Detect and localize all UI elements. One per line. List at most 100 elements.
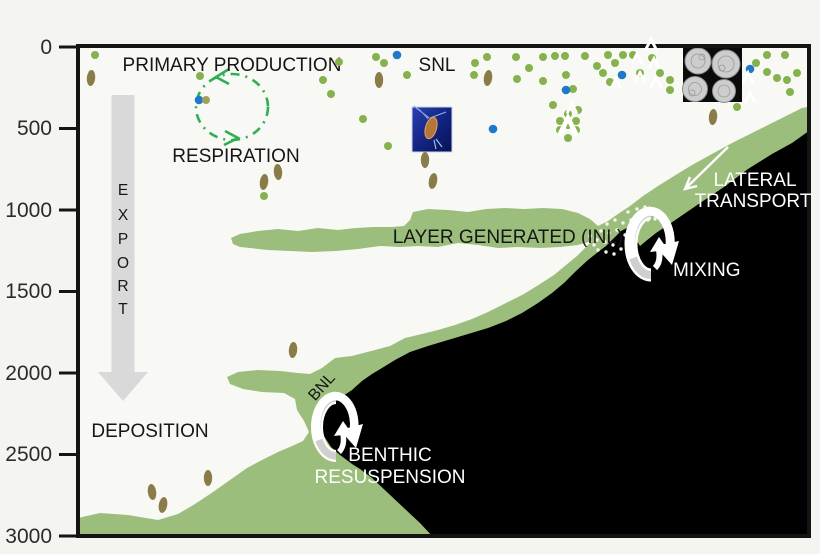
green-dot xyxy=(773,74,781,82)
fecal-pellet xyxy=(420,152,430,168)
fecal-pellet xyxy=(86,70,96,86)
blue-dot xyxy=(392,50,402,60)
green-dot xyxy=(786,88,794,96)
export-arrow-shaft xyxy=(111,95,135,372)
green-dot xyxy=(783,76,791,84)
green-dot xyxy=(512,53,520,61)
mineral-particle-dots xyxy=(194,50,755,134)
green-dot xyxy=(666,76,674,84)
green-dot xyxy=(260,192,268,200)
benthic-resuspension-arrows-icon xyxy=(311,391,363,462)
lateral-transport-arrow xyxy=(682,146,729,191)
blue-dot xyxy=(617,70,627,80)
fecal-pellet xyxy=(374,72,384,88)
green-dot xyxy=(380,59,388,67)
green-dot xyxy=(619,51,627,59)
green-dot xyxy=(569,85,577,93)
sem-cell xyxy=(684,47,712,75)
chevron-mark xyxy=(648,55,660,69)
speckle-dot xyxy=(588,234,592,238)
green-dot xyxy=(572,117,580,125)
snl-label: SNL xyxy=(419,55,456,76)
fecal-pellet xyxy=(483,70,493,86)
green-dot xyxy=(483,53,491,61)
blue-dot xyxy=(488,124,498,134)
speckle-dot xyxy=(653,217,657,221)
layer-generated-inl-label: LAYER GENERATED (INL) xyxy=(393,227,624,248)
green-dot xyxy=(604,51,612,59)
fecal-pellets xyxy=(86,70,718,513)
green-dot xyxy=(551,52,559,60)
speckle-dot xyxy=(626,210,630,214)
speckle-dot xyxy=(611,243,615,247)
speckle-dot xyxy=(635,207,639,211)
green-dot xyxy=(384,142,392,150)
speckle-dot xyxy=(610,210,614,214)
mixing-up-arrowhead xyxy=(650,237,668,252)
depth-axis xyxy=(59,45,76,538)
seafloor xyxy=(321,131,810,537)
copepod-tail xyxy=(433,139,437,150)
chevron-mark xyxy=(644,35,658,51)
speckle-dot xyxy=(604,250,608,254)
speckle-dot xyxy=(607,231,611,235)
chevron-mark xyxy=(610,75,622,89)
green-dot xyxy=(359,115,367,123)
speckle-dot xyxy=(621,221,625,225)
speckle-dot xyxy=(599,229,603,233)
fecal-pellet xyxy=(428,173,438,189)
green-dot xyxy=(752,59,760,67)
copepod-antenna xyxy=(418,108,429,120)
frame-border xyxy=(76,44,811,538)
respiration-arrowhead-left xyxy=(213,67,230,86)
green-dot xyxy=(781,51,789,59)
benthic-up-arrowhead xyxy=(334,421,352,436)
copepod-body xyxy=(424,116,438,140)
tick-label-0: 0 xyxy=(40,36,52,59)
mixing-arrows-icon xyxy=(624,206,679,282)
green-dot xyxy=(564,134,572,142)
green-dot xyxy=(91,51,99,59)
blue-dot xyxy=(561,85,571,95)
mixing-label: MIXING xyxy=(673,260,741,281)
respiration-label: RESPIRATION xyxy=(172,146,299,167)
plankton-cells-photo xyxy=(682,47,742,103)
green-dot xyxy=(561,52,569,60)
white-chevron-marks xyxy=(557,35,756,137)
green-dot xyxy=(525,64,533,72)
green-dot xyxy=(539,77,547,85)
export-letter: E xyxy=(118,182,128,199)
green-dot xyxy=(656,69,664,77)
green-dot xyxy=(562,71,570,79)
chevron-mark xyxy=(634,69,646,83)
green-dot xyxy=(611,59,619,67)
green-dot xyxy=(470,71,478,79)
green-dot xyxy=(599,69,607,77)
fecal-pellet xyxy=(288,342,298,358)
tick-label-1500: 1500 xyxy=(5,280,52,303)
phytoplankton-dots xyxy=(91,51,801,200)
fecal-pellet xyxy=(147,484,157,500)
green-dot xyxy=(593,62,601,70)
green-dot xyxy=(372,53,380,61)
export-letter: T xyxy=(118,301,128,318)
green-dot xyxy=(196,72,204,80)
chevron-mark xyxy=(566,100,578,114)
speckle-dot xyxy=(592,243,596,247)
chevron-mark xyxy=(557,112,579,137)
fecal-pellet xyxy=(203,470,213,486)
chevron-mark xyxy=(744,89,756,103)
export-letter: P xyxy=(118,231,128,248)
speckle-dot xyxy=(602,214,606,218)
tick-label-2000: 2000 xyxy=(5,362,52,385)
chevron-mark xyxy=(650,74,662,88)
blue-dot xyxy=(194,95,204,105)
green-dot xyxy=(793,69,801,77)
copepod-photo xyxy=(411,105,453,153)
speckle-dot xyxy=(613,218,617,222)
lateral-transport-label-line2: TRANSPORT xyxy=(695,191,812,212)
fecal-pellet xyxy=(273,164,283,180)
sem-cell xyxy=(712,79,736,103)
fecal-pellet xyxy=(708,109,718,125)
